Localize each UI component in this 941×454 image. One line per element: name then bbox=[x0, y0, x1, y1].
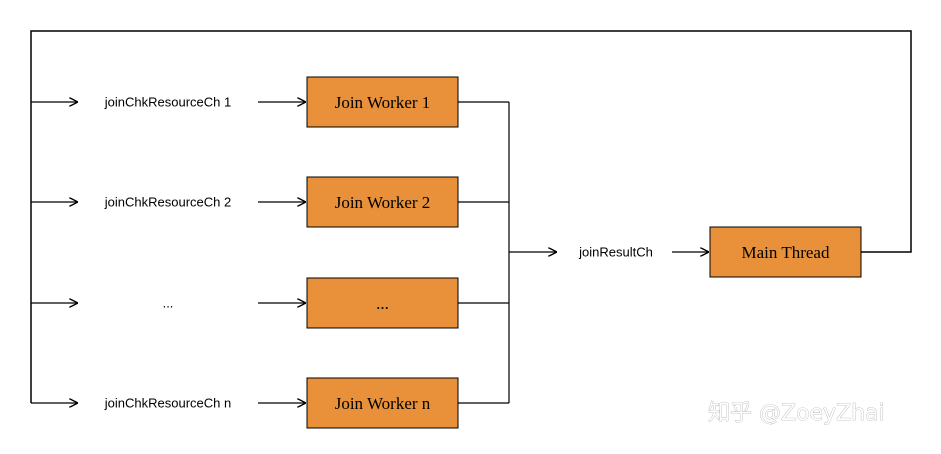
main-thread-label: Main Thread bbox=[742, 243, 830, 262]
join-worker-ellipsis-label: ... bbox=[376, 294, 389, 313]
main-thread-node: Main Thread bbox=[709, 226, 862, 278]
channel-label-n: joinChkResourceCh n bbox=[104, 396, 231, 411]
join-worker-1-node: Join Worker 1 bbox=[306, 76, 459, 128]
join-worker-1-label: Join Worker 1 bbox=[335, 93, 431, 112]
channel-label-2: joinChkResourceCh 2 bbox=[104, 195, 231, 210]
result-channel-label: joinResultCh bbox=[578, 245, 653, 260]
watermark-text: 知乎 @ZoeyZhai bbox=[708, 401, 885, 426]
join-worker-2-label: Join Worker 2 bbox=[335, 193, 431, 212]
feedback-loop-edge bbox=[30, 30, 912, 403]
channel-label-ellipsis: ... bbox=[163, 296, 174, 311]
join-worker-n-label: Join Worker n bbox=[335, 394, 431, 413]
join-worker-ellipsis-node: ... bbox=[306, 277, 459, 329]
join-worker-2-node: Join Worker 2 bbox=[306, 176, 459, 228]
channel-label-1: joinChkResourceCh 1 bbox=[104, 95, 231, 110]
join-worker-n-node: Join Worker n bbox=[306, 377, 459, 429]
